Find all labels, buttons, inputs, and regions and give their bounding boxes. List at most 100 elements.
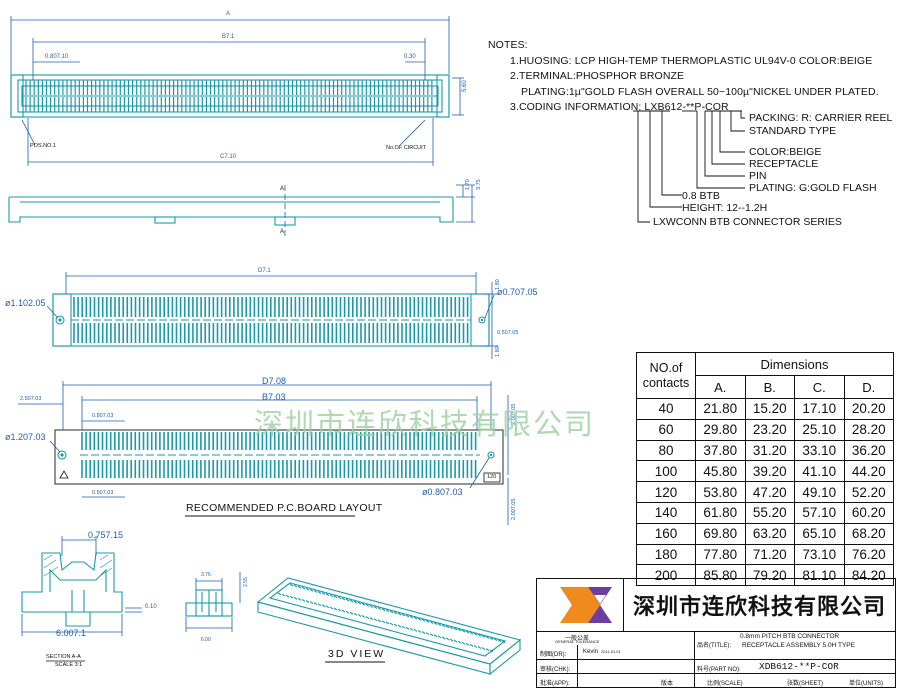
drawn-name: Kevin xyxy=(583,649,599,655)
dimension-cell: 47.20 xyxy=(744,481,795,503)
pin-mark xyxy=(329,594,334,598)
title-row-1: 一般公差 GENERAL TOLERANCE 0.8mm PITCH BTB C… xyxy=(537,631,895,646)
note-line-2: 2.TERMINAL:PHOSPHOR BRONZE xyxy=(510,70,685,82)
pin-mark xyxy=(429,633,434,637)
pin-mark xyxy=(489,637,494,640)
pin-mark xyxy=(389,610,394,614)
dimension-cell: 39.20 xyxy=(744,460,795,483)
pin-mark xyxy=(497,639,502,643)
pin-mark xyxy=(465,642,470,646)
note-line-3: PLATING:1µ"GOLD FLASH OVERALL 50~100µ"NI… xyxy=(521,85,879,98)
scale-label: 比例(SCALE) xyxy=(707,681,743,687)
dimension-cell: 60.20 xyxy=(843,501,894,524)
pin-mark xyxy=(313,589,318,593)
pin-mark xyxy=(425,632,430,636)
end-dim3-label: 6.00 xyxy=(201,637,211,643)
dimension-cell: 76.20 xyxy=(843,543,894,566)
end-view-dimensions xyxy=(185,572,241,632)
pin-mark xyxy=(469,643,474,647)
pin-mark xyxy=(337,608,342,612)
pin-mark xyxy=(461,629,466,633)
unit-label: 单位(UNITS) xyxy=(849,681,883,687)
pin-mark xyxy=(485,648,490,652)
pin-mark xyxy=(301,598,306,602)
dimension-cell: 52.20 xyxy=(843,481,894,503)
dimension-cell: 45.80 xyxy=(695,460,746,483)
pin-mark xyxy=(357,613,362,617)
dimension-cell: 61.80 xyxy=(695,501,746,524)
pin-mark xyxy=(373,618,378,622)
pcb2-bottom-label: 0.507.03 xyxy=(92,490,114,496)
pin-mark xyxy=(341,609,346,613)
pin-mark xyxy=(309,601,314,605)
title-row-2: 制图(DR): Kevin 2011.01.01 品名(TITLE): RECE… xyxy=(537,642,895,659)
code-plating: PLATING: G:GOLD FLASH xyxy=(749,182,877,194)
section-dim-side-label: 0.10 xyxy=(145,604,157,610)
pin-mark xyxy=(333,607,338,611)
company-logo xyxy=(560,587,612,623)
pcb2-badge: 120 xyxy=(487,474,497,480)
header-dim-2: C. xyxy=(794,375,845,399)
pcb-layout-title: RECOMMENDED P.C.BOARD LAYOUT xyxy=(186,502,383,514)
tolerance-en: GENERAL TOLERANCE xyxy=(555,639,600,644)
pcb-dim-d-label: D7.1 xyxy=(258,268,271,274)
dimension-cell: 44.20 xyxy=(843,460,894,483)
pin-mark xyxy=(385,621,390,625)
pin-mark xyxy=(421,631,426,634)
pcb2-left-label: 2.507.03 xyxy=(20,396,42,402)
sheet-label: 张数(SHEET) xyxy=(787,681,824,687)
check-label: 审核(CHK): xyxy=(540,667,571,673)
pin-mark xyxy=(397,612,402,616)
dimension-cell: 69.80 xyxy=(695,522,746,545)
product-line-2: RECEPTACLE ASSEMBLY 5.0H TYPE xyxy=(742,642,855,649)
section-title: SECTION A-A xyxy=(46,654,81,660)
no-of-circuit-label: No.OF CIRCUIT xyxy=(386,145,427,151)
pcb-layout-bottom xyxy=(54,429,504,485)
pcb-layout-top-pads xyxy=(73,297,469,343)
pcb-layout-bottom-pads xyxy=(81,432,477,478)
pin-mark xyxy=(449,638,454,642)
side-dim1-label: 1.70 xyxy=(465,179,471,190)
notes-heading: NOTES: xyxy=(488,39,528,51)
dimension-cell: 73.10 xyxy=(794,543,845,566)
pcb-hole-left-label: ø1.102.05 xyxy=(5,298,46,308)
notes-block: NOTES: 1.HUOSING: LCP HIGH-TEMP THERMOPL… xyxy=(488,38,879,116)
dimension-cell: 68.20 xyxy=(843,522,894,545)
pin-mark xyxy=(321,604,326,608)
dimension-cell: 15.20 xyxy=(744,398,795,420)
pin-mark xyxy=(429,620,434,624)
pin-mark xyxy=(413,616,418,620)
contacts-cell: 80 xyxy=(636,439,696,462)
pin-mark xyxy=(481,634,486,638)
dimension-cell: 20.20 xyxy=(843,398,894,420)
pin-mark xyxy=(437,635,442,639)
pin-mark xyxy=(305,587,310,591)
pcb-layout-bottom-holes xyxy=(57,450,501,483)
dimension-cell: 63.20 xyxy=(744,522,795,545)
code-height: HEIGHT: 12--1.2H xyxy=(682,202,768,214)
pin-mark xyxy=(445,625,450,629)
pin-mark xyxy=(393,611,398,615)
pcb-layout-top-dimensions xyxy=(46,272,498,359)
section-marker-bottom: A xyxy=(280,229,285,235)
dim-pitch-label: 0.807.10 xyxy=(45,54,69,60)
pin-mark xyxy=(481,647,486,651)
drawn-label: 制图(DR): xyxy=(540,652,567,658)
code-standard: STANDARD TYPE xyxy=(749,125,837,137)
note-line-1: 1.HUOSING: LCP HIGH-TEMP THERMOPLASTIC U… xyxy=(510,54,873,67)
pcb2-hole-label: ø1.207.03 xyxy=(5,432,46,442)
pin-mark xyxy=(341,597,346,601)
top-view-pins xyxy=(25,80,433,112)
pin-mark xyxy=(353,612,358,616)
pin-mark xyxy=(297,597,302,601)
tolerance-label: 一般公差 xyxy=(565,636,590,642)
pin-mark xyxy=(457,640,462,644)
pin-mark xyxy=(449,626,454,630)
pin-mark xyxy=(477,646,482,649)
drawn-date: 2011.01.01 xyxy=(601,649,621,654)
dimension-cell: 85.80 xyxy=(695,564,746,587)
pin-mark xyxy=(349,611,354,615)
logo-cell xyxy=(537,579,624,631)
